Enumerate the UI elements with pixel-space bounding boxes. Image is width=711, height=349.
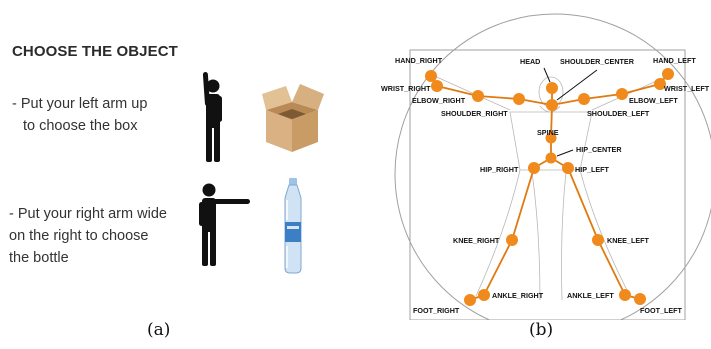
joint-elbow-left — [616, 88, 628, 100]
joint-foot-left — [634, 293, 646, 305]
panel-b: HAND_RIGHT HEAD SHOULDER_CENTER HAND_LEF… — [360, 0, 711, 320]
cardboard-box-icon — [258, 76, 328, 156]
label-elbow-left: ELBOW_LEFT — [629, 96, 678, 105]
joint-head — [546, 82, 558, 94]
label-knee-left: KNEE_LEFT — [607, 236, 650, 245]
label-knee-right: KNEE_RIGHT — [453, 236, 500, 245]
label-wrist-right: WRIST_RIGHT — [381, 84, 431, 93]
label-shoulder-center: SHOULDER_CENTER — [560, 57, 635, 66]
skeleton-diagram: HAND_RIGHT HEAD SHOULDER_CENTER HAND_LEF… — [360, 0, 711, 320]
label-ankle-left: ANKLE_LEFT — [567, 291, 614, 300]
joint-elbow-right — [472, 90, 484, 102]
joint-shoulder-left — [578, 93, 590, 105]
label-hip-left: HIP_LEFT — [575, 165, 610, 174]
caption-b: (b) — [529, 320, 553, 340]
label-ankle-right: ANKLE_RIGHT — [492, 291, 544, 300]
label-shoulder-right: SHOULDER_RIGHT — [441, 109, 508, 118]
panel-a: CHOOSE THE OBJECT - Put your left arm up… — [0, 0, 360, 349]
label-spine: SPINE — [537, 128, 559, 137]
label-hand-right: HAND_RIGHT — [395, 56, 443, 65]
joint-foot-right — [464, 294, 476, 306]
panel-a-title: CHOOSE THE OBJECT — [12, 43, 178, 60]
instruction-bottle-line-3: the bottle — [9, 247, 167, 269]
label-hip-right: HIP_RIGHT — [480, 165, 519, 174]
joint-shoulder-right — [513, 93, 525, 105]
label-foot-left: FOOT_LEFT — [640, 306, 683, 315]
joint-knee-right — [506, 234, 518, 246]
joint-hand-right — [425, 70, 437, 82]
label-head: HEAD — [520, 57, 540, 66]
joint-hip-left — [562, 162, 574, 174]
instruction-box-line-2: to choose the box — [12, 115, 147, 137]
joint-ankle-left — [619, 289, 631, 301]
joint-ankle-right — [478, 289, 490, 301]
instruction-bottle-line-2: on the right to choose — [9, 225, 167, 247]
person-arm-wide-icon — [196, 180, 256, 270]
label-wrist-left: WRIST_LEFT — [664, 84, 710, 93]
person-arm-up-icon — [196, 70, 236, 165]
label-foot-right: FOOT_RIGHT — [413, 306, 460, 315]
caption-a: (a) — [147, 320, 170, 340]
joint-wrist-right — [431, 80, 443, 92]
instruction-box: - Put your left arm up to choose the box — [12, 93, 147, 137]
joint-hand-left — [662, 68, 674, 80]
water-bottle-icon — [278, 176, 308, 276]
instruction-box-line-1: - Put your left arm up — [12, 93, 147, 115]
joint-knee-left — [592, 234, 604, 246]
joint-shoulder-center — [546, 99, 558, 111]
label-hip-center: HIP_CENTER — [576, 145, 622, 154]
joint-hip-center — [546, 153, 557, 164]
instruction-bottle: - Put your right arm wide on the right t… — [9, 203, 167, 269]
label-hand-left: HAND_LEFT — [653, 56, 696, 65]
label-shoulder-left: SHOULDER_LEFT — [587, 109, 650, 118]
label-elbow-right: ELBOW_RIGHT — [412, 96, 466, 105]
instruction-bottle-line-1: - Put your right arm wide — [9, 203, 167, 225]
joint-hip-right — [528, 162, 540, 174]
